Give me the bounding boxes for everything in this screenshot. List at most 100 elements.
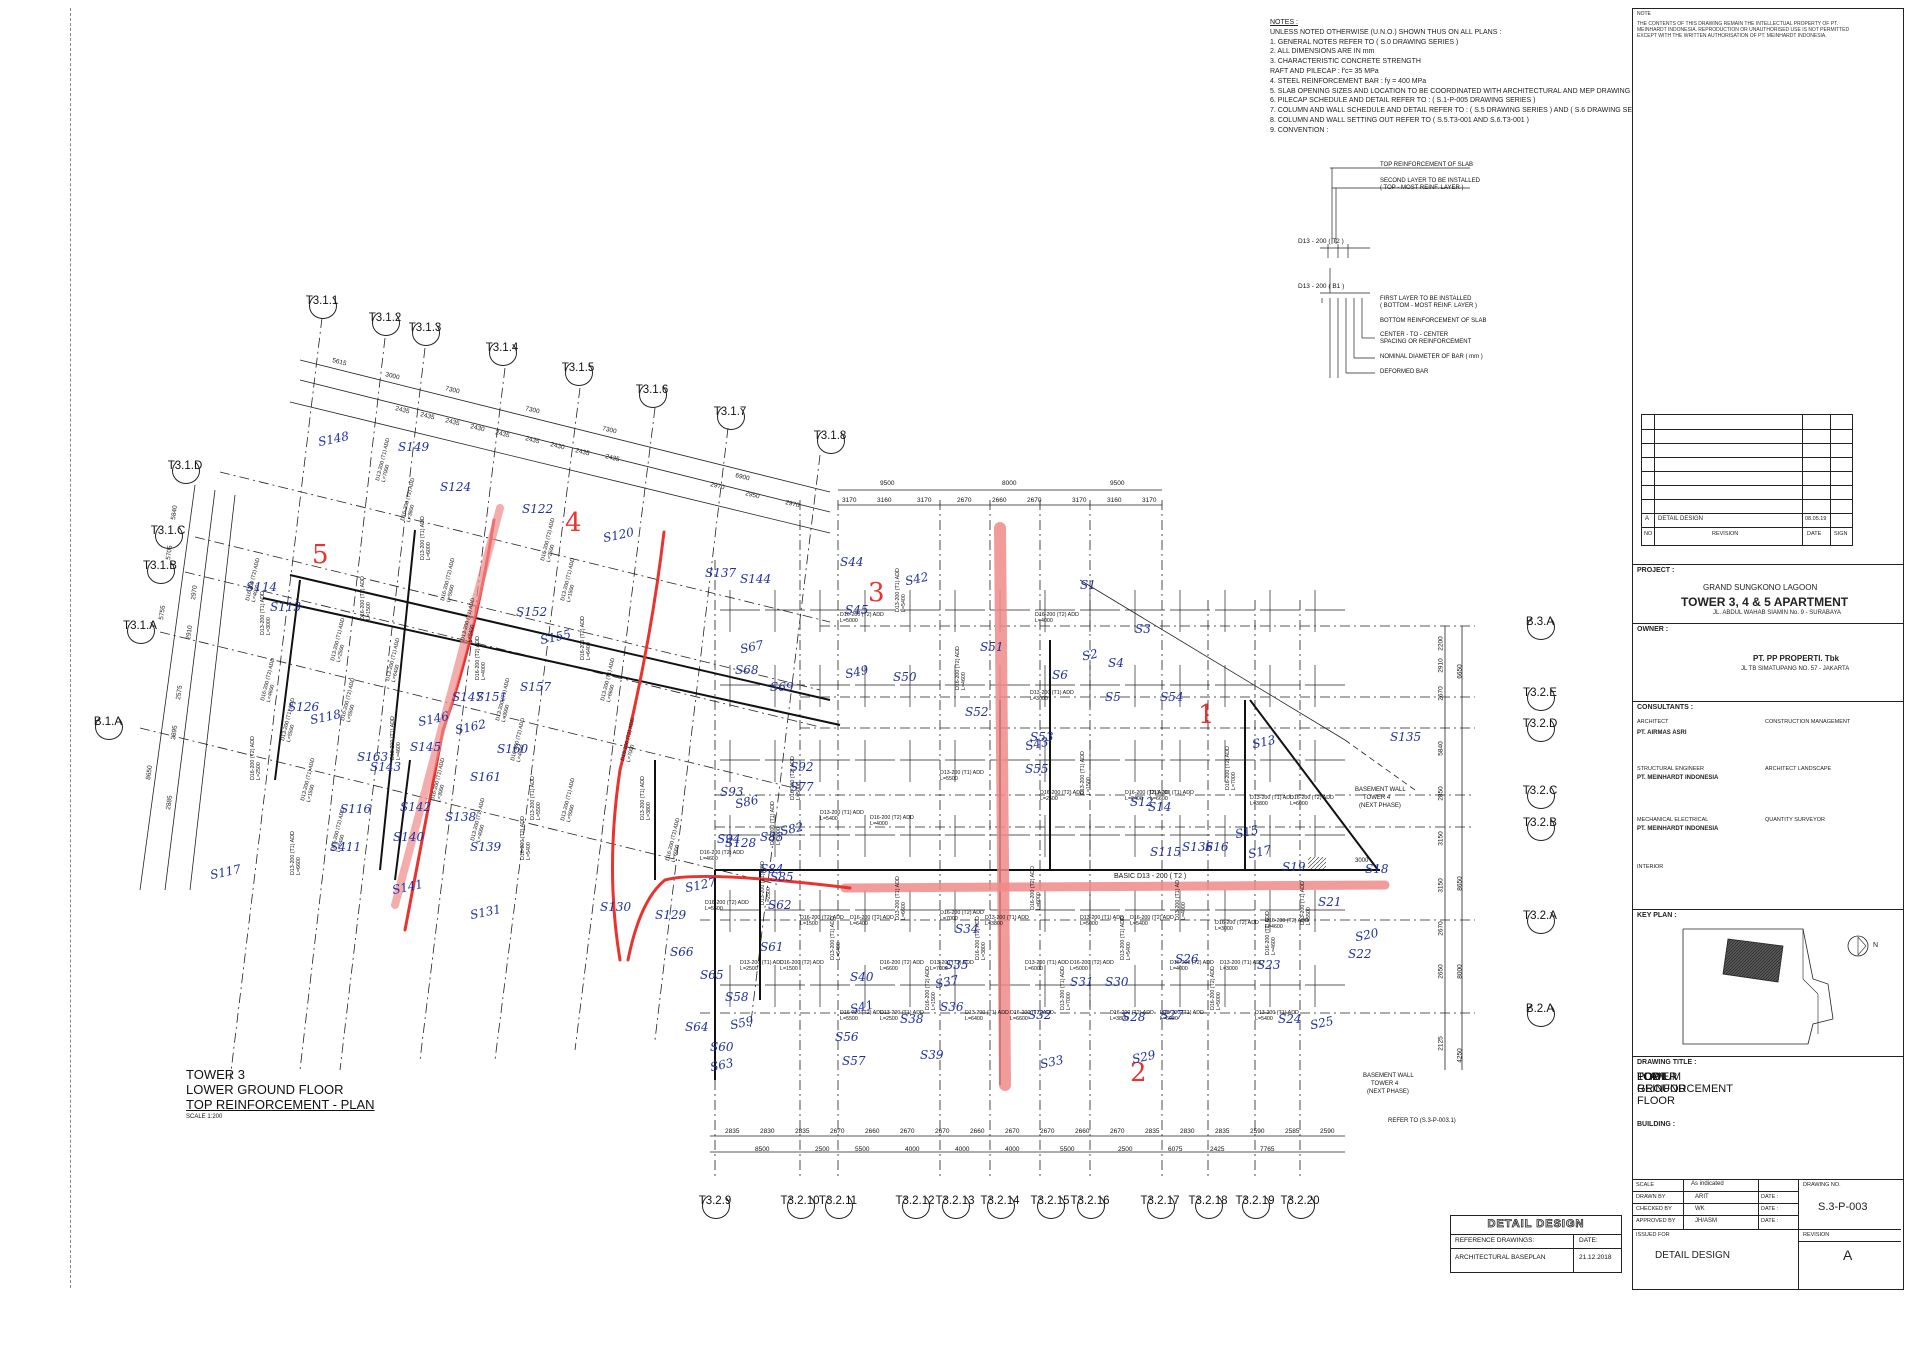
rebar-spec: D13-200 (T1) ADD: [880, 1010, 924, 1016]
notes-subtitle: UNLESS NOTED OTHERWISE (U.N.O.) SHOWN TH…: [1270, 28, 1502, 36]
conv-deformed: DEFORMED BAR: [1380, 369, 1429, 375]
hatched-area: [1308, 857, 1326, 869]
slab-mark: S64: [685, 1020, 709, 1034]
dim-label: 6075: [1168, 1146, 1183, 1153]
rebar-length: L=6600: [1010, 1016, 1028, 1022]
slab-mark: S31: [1070, 975, 1094, 989]
grid-bubble: T3.2.E: [1518, 685, 1562, 711]
slab-mark: S65: [700, 968, 724, 982]
grid-bubble-ring: [155, 523, 183, 549]
slab-mark: S27: [1160, 1008, 1184, 1022]
note-text: THE CONTENTS OF THIS DRAWING REMAIN THE …: [1637, 21, 1850, 39]
grid-bubble-ring: [95, 714, 123, 740]
rebar-length: L=5000: [1080, 921, 1098, 927]
zone-number: 2: [1130, 1058, 1147, 1088]
slab-mark: S122: [522, 502, 554, 516]
rebar-spec: D16-200 (T2) ADD: [1215, 920, 1259, 926]
revision-value: A: [1843, 1247, 1853, 1263]
grid-bubble-ring: [702, 1193, 730, 1219]
dim-label: 6650: [1456, 664, 1464, 679]
slab-mark: S152: [516, 605, 548, 619]
drawing-no: S.3-P-003: [1818, 1201, 1868, 1213]
grid-label: B.1.A: [93, 716, 123, 728]
dim-label: 2910: [1437, 658, 1445, 673]
dim-label: 2835: [725, 1128, 740, 1135]
slab-mark: S40: [850, 970, 874, 984]
rebar-spec: D16-200 (T2) ADD: [1010, 1010, 1054, 1016]
rebar-length: L=1500: [366, 602, 372, 620]
rebar-length: L=4600: [700, 856, 718, 862]
consultants-label: CONSULTANTS :: [1637, 704, 1694, 711]
slab-mark: S124: [440, 480, 472, 494]
grid-label: T3.2.12: [895, 1195, 935, 1207]
grid-bubble-ring: [127, 618, 155, 644]
grid-bubble-ring: [1077, 1193, 1105, 1219]
dim-label: 2670: [900, 1128, 915, 1135]
skew-dim-labels: 5615 3000 7300 7300 7300 6900 2435 2435 …: [145, 357, 801, 810]
grid-bubble: T3.2.10: [778, 1193, 822, 1219]
rebar-length: L=3000: [1220, 966, 1238, 972]
rebar-spec: D16-200 (T2) ADD: [1265, 918, 1309, 924]
checked-by-label: CHECKED BY: [1636, 1206, 1672, 1212]
grid-label: T3.1.B: [143, 560, 177, 572]
rebar-spec: D16-200 (T2) ADD: [1110, 1010, 1154, 1016]
grid-bubble-ring: [412, 320, 440, 346]
rev-header-date: DATE: [1807, 531, 1822, 537]
red-highlights: [391, 504, 1390, 1091]
drawn-by-label: DRAWN BY: [1636, 1194, 1666, 1200]
issued-label: ISSUED FOR: [1636, 1232, 1670, 1238]
grid-label: T3.1.1: [305, 295, 339, 307]
slab-mark: S77: [790, 780, 814, 794]
drawing-title-line: TOP REINFORCEMENT: [1637, 1071, 1733, 1095]
rebar-length: L=6000: [1290, 801, 1308, 807]
rebar-spec: D13-200 (T1) ADD: [1025, 960, 1069, 966]
rebar-length: L=3800: [1250, 801, 1268, 807]
scale-value: As indicated: [1691, 1181, 1724, 1187]
grid-label: T3.1.6: [635, 384, 669, 396]
grid-bubble-ring: [1527, 1001, 1555, 1027]
grid-bubble-ring: [787, 1193, 815, 1219]
grid-bubble: T3.2.B: [1518, 815, 1562, 841]
rebar-length: L=2500: [740, 966, 758, 972]
grid-bubble: T3.1.C: [146, 523, 190, 549]
svg-text:2430: 2430: [470, 423, 486, 433]
slab-mark: S137: [705, 566, 737, 580]
project-title: TOWER 3, 4 & 5 APARTMENT: [1681, 595, 1849, 609]
slab-mark: S142: [400, 800, 432, 814]
rebar-length: L=3800: [1110, 1016, 1128, 1022]
rebar-spec: D13-200 (T1) ADD: [985, 915, 1029, 921]
dim-label: 9500: [1110, 480, 1125, 487]
drawing-title-line: PLAN: [1637, 1071, 1666, 1083]
rebar-length: L=5500: [840, 1016, 858, 1022]
grid-bubble-ring: [1527, 815, 1555, 841]
dim-label: 3150: [1437, 831, 1445, 846]
svg-text:5840: 5840: [170, 505, 179, 521]
rebar-length: L=4000: [870, 821, 888, 827]
slab-mark: S57: [842, 1054, 866, 1068]
tower4-label: TOWER 4: [1371, 1081, 1399, 1087]
slab-mark: S45: [845, 603, 869, 617]
drawn-by: ARIT: [1695, 1194, 1709, 1200]
drawing-no-label: DRAWING NO.: [1803, 1182, 1841, 1188]
revision-table: A DETAIL DESIGN 08.05.19 NO REVISION DAT…: [1641, 414, 1853, 546]
mechanical-label: MECHANICAL ELECTRICAL: [1637, 817, 1709, 823]
date-label: DATE :: [1761, 1194, 1779, 1200]
note-item: RAFT AND PILECAP : f'c= 35 MPa: [1270, 67, 1379, 75]
note-item: 9. CONVENTION :: [1270, 126, 1329, 134]
conv-bar-b1: D13 - 200 ( B1 ): [1298, 283, 1345, 290]
svg-text:8650: 8650: [145, 765, 154, 781]
grid-label: T3.2.10: [780, 1195, 820, 1207]
key-plan-label: KEY PLAN :: [1637, 912, 1677, 919]
dim-label: 2590: [1250, 1128, 1265, 1135]
